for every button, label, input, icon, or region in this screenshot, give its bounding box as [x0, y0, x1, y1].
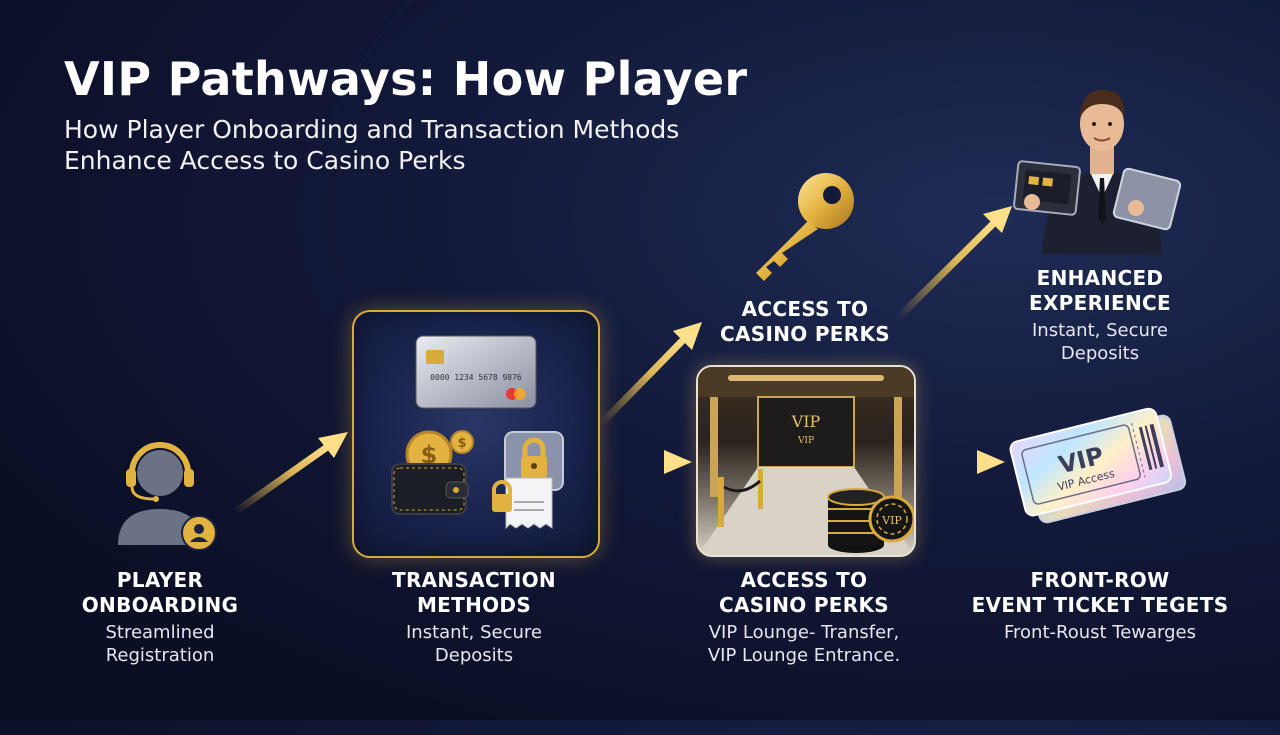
lounge-sign-line-1: VIP: [791, 412, 821, 431]
step-front-row-tickets: FRONT-ROW EVENT TICKET TEGETS Front-Rous…: [962, 568, 1238, 644]
subtitle-line-2: Enhance Access to Casino Perks: [64, 146, 466, 175]
step-desc-line-2: Deposits: [1060, 343, 1140, 364]
step-access-perks-bottom: ACCESS TO CASINO PERKS VIP Lounge- Trans…: [678, 568, 930, 667]
credit-card-icon: 0000 1234 5678 9876: [415, 335, 537, 409]
key-icon: [756, 173, 854, 281]
step-title-line-2: CASINO PERKS: [719, 593, 889, 617]
coin-symbol: $: [421, 441, 438, 469]
vip-lounge-image: VIP VIP VIP: [696, 365, 916, 557]
step-title-line-1: FRONT-ROW: [1030, 568, 1170, 592]
padlock-icon: [504, 431, 564, 491]
arrow-perks-to-enhanced: [894, 206, 1012, 322]
arrow-lounge-to-ticket: [910, 450, 1005, 474]
step-desc-line-1: Streamlined: [105, 622, 215, 643]
chip-label: VIP: [881, 514, 902, 527]
step-title-line-2: EVENT TICKET TEGETS: [971, 593, 1229, 617]
poker-chips-icon: VIP: [827, 488, 914, 553]
arrow-transaction-to-lounge: [594, 450, 692, 474]
transaction-methods-panel: 0000 1234 5678 9876 $ $: [352, 310, 600, 558]
step-title-line-1: ACCESS TO: [741, 297, 869, 321]
step-player-onboarding: PLAYER ONBOARDING Streamlined Registrati…: [60, 568, 260, 667]
vip-ticket-icon: VIP VIP Access: [1009, 407, 1187, 524]
card-number: 0000 1234 5678 9876: [430, 373, 522, 382]
step-title-line-2: METHODS: [416, 593, 532, 617]
lounge-sign-line-2: VIP: [797, 436, 814, 446]
step-title-line-1: TRANSACTION: [392, 568, 556, 592]
step-title-line-2: EXPERIENCE: [1029, 291, 1171, 315]
step-title-line-1: PLAYER: [116, 568, 204, 592]
step-desc-line-2: Registration: [105, 645, 215, 666]
step-enhanced-experience: ENHANCED EXPERIENCE Instant, Secure Depo…: [990, 266, 1210, 365]
step-desc-line-1: Front-Roust Tewarges: [1003, 622, 1197, 643]
page-title: VIP Pathways: How Player: [64, 52, 748, 106]
user-badge-icon: [181, 515, 217, 551]
step-title-line-1: ENHANCED: [1036, 266, 1164, 290]
step-access-perks-top: ACCESS TO CASINO PERKS: [690, 297, 920, 347]
step-transaction-methods: TRANSACTION METHODS Instant, Secure Depo…: [364, 568, 584, 667]
host-with-tablets-icon: [1013, 89, 1182, 254]
step-desc-line-1: VIP Lounge- Transfer,: [708, 622, 900, 643]
step-desc-line-2: VIP Lounge Entrance.: [707, 645, 901, 666]
step-desc-line-1: Instant, Secure: [1032, 320, 1168, 341]
step-title-line-2: CASINO PERKS: [720, 322, 890, 346]
coin-symbol-small: $: [457, 436, 466, 451]
flow-arrows: [231, 206, 1012, 516]
page-subtitle: How Player Onboarding and Transaction Me…: [64, 114, 679, 176]
wallet-icon: [391, 463, 469, 515]
arrow-transaction-to-perks-top: [596, 322, 702, 429]
receipt-icon: [492, 477, 553, 530]
headset-agent-icon: [118, 442, 202, 545]
arrow-onboarding-to-transaction: [231, 432, 348, 516]
step-desc-line-2: Deposits: [434, 645, 514, 666]
step-title-line-1: ACCESS TO: [740, 568, 868, 592]
subtitle-line-1: How Player Onboarding and Transaction Me…: [64, 115, 680, 144]
step-desc-line-1: Instant, Secure: [406, 622, 542, 643]
step-title-line-2: ONBOARDING: [81, 593, 239, 617]
